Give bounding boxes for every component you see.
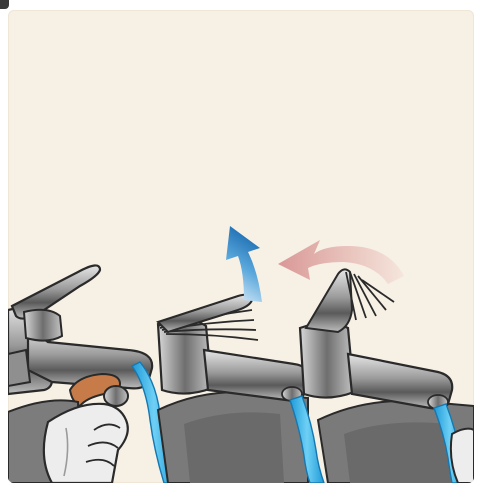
illustration-panel [8,10,474,483]
faucet-step-1 [8,265,176,483]
faucet-3-lever [306,269,352,332]
hand-unscrewing [44,404,128,483]
faucet-1-lever [12,265,100,318]
corner-mark [0,0,9,9]
faucet-1-cap [24,310,62,341]
hand-right-edge [451,429,474,483]
faucet-illustration [8,10,474,483]
arrow-up [226,226,262,302]
top-bar [0,0,479,10]
faucet-3-body [300,323,354,398]
